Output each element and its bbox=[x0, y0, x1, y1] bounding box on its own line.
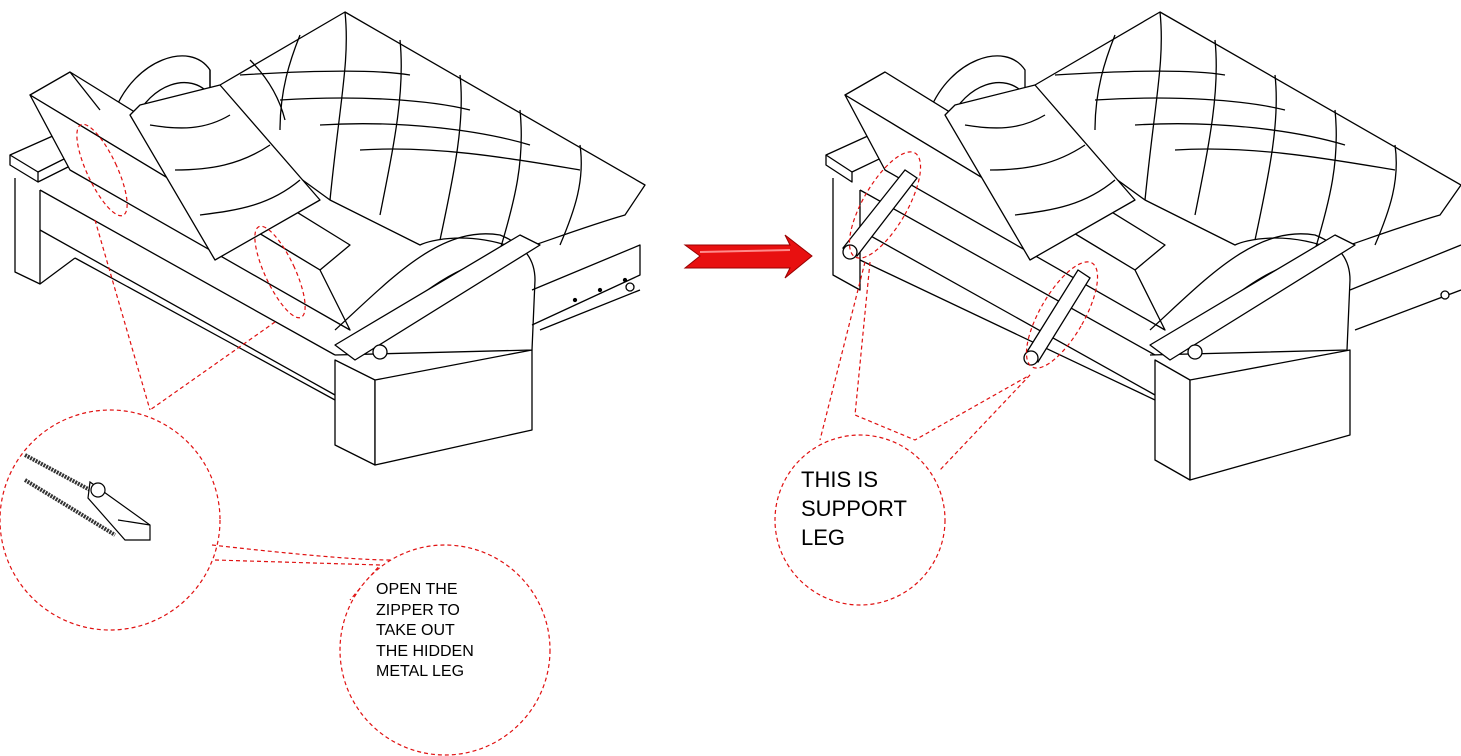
zipper-pull-icon bbox=[23, 453, 151, 541]
right-sofa-drawing bbox=[825, 11, 1461, 481]
right-callout-text: THIS IS SUPPORT LEG bbox=[801, 467, 907, 550]
left-callout-text: OPEN THE ZIPPER TO TAKE OUT THE HIDDEN M… bbox=[376, 581, 474, 680]
left-magnifier bbox=[0, 409, 391, 631]
left-sofa-drawing bbox=[9, 11, 646, 466]
right-arrow-icon bbox=[683, 234, 813, 279]
left-callout-circle bbox=[339, 544, 551, 756]
support-legs bbox=[842, 169, 1091, 366]
right-callout-circle bbox=[774, 434, 946, 606]
left-zipper-highlights bbox=[76, 123, 306, 411]
